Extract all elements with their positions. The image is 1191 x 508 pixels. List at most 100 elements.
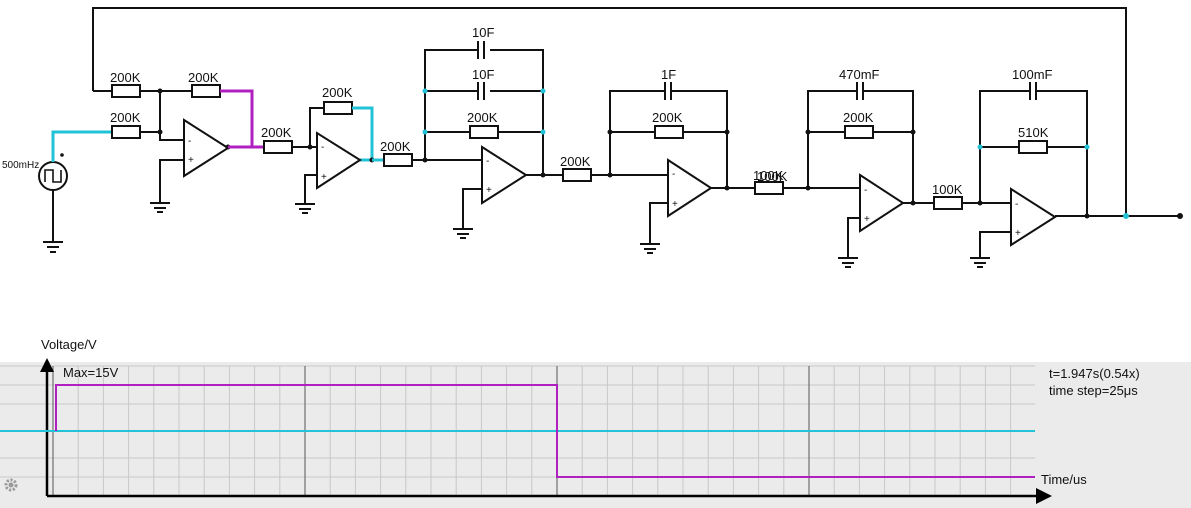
stage5-feedback-network: [783, 90, 914, 203]
stage1-wires: [140, 90, 192, 141]
stage4-capacitor[interactable]: [664, 82, 672, 100]
stage2-output-wire: [352, 106, 374, 162]
junction-node: [157, 129, 163, 135]
stage2-feedback-resistor[interactable]: [323, 101, 353, 115]
stage6-capacitor-label: 100mF: [1012, 67, 1053, 82]
input-wire: [51, 130, 112, 162]
stage1-feedback-resistor[interactable]: [111, 84, 141, 98]
junction-node: [540, 129, 546, 135]
stage1-input-resistor[interactable]: [111, 125, 141, 139]
stage5-input-resistor-label-overlap: 100K: [757, 169, 788, 184]
y-axis-label: Voltage/V: [41, 337, 97, 352]
stage3-feedback-resistor[interactable]: [469, 125, 499, 139]
opamp-plus-sign: +: [1015, 228, 1021, 239]
junction-node: [805, 185, 811, 191]
opamp-plus-sign: +: [864, 214, 870, 225]
stage3-plus-ground-wire: [462, 188, 482, 229]
opamp-minus-sign: -: [188, 136, 191, 147]
source-frequency-label: 500mHz: [2, 160, 39, 171]
opamp-minus-sign: -: [672, 169, 675, 180]
ground-symbol: [150, 202, 170, 213]
time-readout: t=1.947s(0.54x): [1049, 366, 1140, 381]
opamp-plus-sign: +: [321, 172, 327, 183]
stage2-feedback-resistor-label: 200K: [322, 85, 353, 100]
junction-node: [724, 129, 730, 135]
junction-node: [1123, 213, 1129, 219]
stage4-feedback-resistor[interactable]: [654, 125, 684, 139]
stage6-input-resistor[interactable]: [933, 196, 963, 210]
stage5-plus-ground-wire: [847, 217, 860, 258]
stage6-opamp[interactable]: [1010, 187, 1057, 247]
circuit-schematic: 500mHz 200K 200K 200K - + 200K 200K - + …: [2, 7, 1183, 268]
stage3-feedback-resistor-label: 200K: [467, 110, 498, 125]
gear-icon[interactable]: [4, 478, 18, 492]
global-feedback-wire: [92, 7, 1127, 216]
stage1-input-resistor-label: 200K: [110, 110, 141, 125]
max-label: Max=15V: [63, 365, 119, 380]
stage4-feedback-resistor-label: 200K: [652, 110, 683, 125]
junction-node: [540, 88, 546, 94]
stage1-plus-ground-wire: [159, 159, 184, 203]
stage6-input-resistor-label: 100K: [932, 182, 963, 197]
stage5-capacitor[interactable]: [856, 82, 864, 100]
opamp-minus-sign: -: [486, 156, 489, 167]
stage5-opamp[interactable]: [859, 173, 905, 233]
junction-node: [607, 172, 613, 178]
stage6-capacitor[interactable]: [1029, 82, 1037, 100]
stage1-opamp[interactable]: [183, 118, 230, 178]
junction-node: [1084, 144, 1090, 150]
stage3-opamp[interactable]: [481, 145, 528, 205]
stage5-input-resistor-label: 100K: [753, 168, 784, 183]
junction-node: [422, 157, 428, 163]
stage4-input-resistor[interactable]: [562, 168, 592, 182]
stage3-capacitor1-label: 10F: [472, 25, 494, 40]
stage4-opamp[interactable]: [667, 158, 713, 218]
junction-node: [307, 144, 313, 150]
junction-node: [1084, 213, 1090, 219]
opamp-plus-sign: +: [188, 155, 194, 166]
ground-symbol: [43, 241, 63, 253]
junction-node: [157, 88, 163, 94]
junction-node: [910, 129, 916, 135]
ground-symbol: [295, 203, 315, 214]
stage4-plus-ground-wire: [649, 202, 668, 244]
junction-node: [422, 129, 428, 135]
stage4-capacitor-label: 1F: [661, 67, 676, 82]
stage3-feedback-network: [412, 49, 544, 175]
stage5-feedback-resistor-label: 200K: [843, 110, 874, 125]
stage1-feedback-resistor-label: 200K: [110, 70, 141, 85]
ground-symbol: [453, 228, 473, 239]
stage2-plus-ground-wire: [304, 174, 317, 204]
stage5-feedback-resistor[interactable]: [844, 125, 874, 139]
stage3-capacitors[interactable]: [477, 41, 485, 100]
junction-node: [724, 185, 730, 191]
ground-symbol: [970, 257, 990, 268]
stage3-capacitor2-label: 10F: [472, 67, 494, 82]
stage4-input-resistor-label: 200K: [560, 154, 591, 169]
output-terminal[interactable]: [1177, 213, 1183, 219]
ground-symbol: [838, 257, 858, 268]
opamp-minus-sign: -: [864, 185, 867, 196]
junction-node: [977, 144, 983, 150]
time-step-readout: time step=25μs: [1049, 383, 1138, 398]
stage1-output-wire: [220, 89, 254, 149]
opamp-plus-sign: +: [486, 185, 492, 196]
stage1-gain-resistor-label: 200K: [188, 70, 219, 85]
scope-background: [0, 362, 1191, 508]
stage1-gain-resistor[interactable]: [191, 84, 221, 98]
stage6-plus-ground-wire: [979, 231, 1011, 258]
stage3-input-resistor-label: 200K: [380, 139, 411, 154]
x-axis-label: Time/us: [1041, 472, 1087, 487]
stage6-feedback-resistor[interactable]: [1018, 140, 1048, 154]
stage2-input-resistor[interactable]: [263, 140, 293, 154]
x-axis-arrow: [1036, 488, 1052, 504]
y-axis-arrow: [40, 358, 54, 372]
junction-node: [540, 172, 546, 178]
ground-symbol: [640, 243, 660, 254]
stage3-input-resistor[interactable]: [383, 153, 413, 167]
stage2-opamp[interactable]: [316, 131, 362, 190]
opamp-minus-sign: -: [321, 142, 324, 153]
stage2-input-resistor-label: 200K: [261, 125, 292, 140]
junction-node: [805, 129, 811, 135]
stage6-feedback-resistor-label: 510K: [1018, 125, 1049, 140]
